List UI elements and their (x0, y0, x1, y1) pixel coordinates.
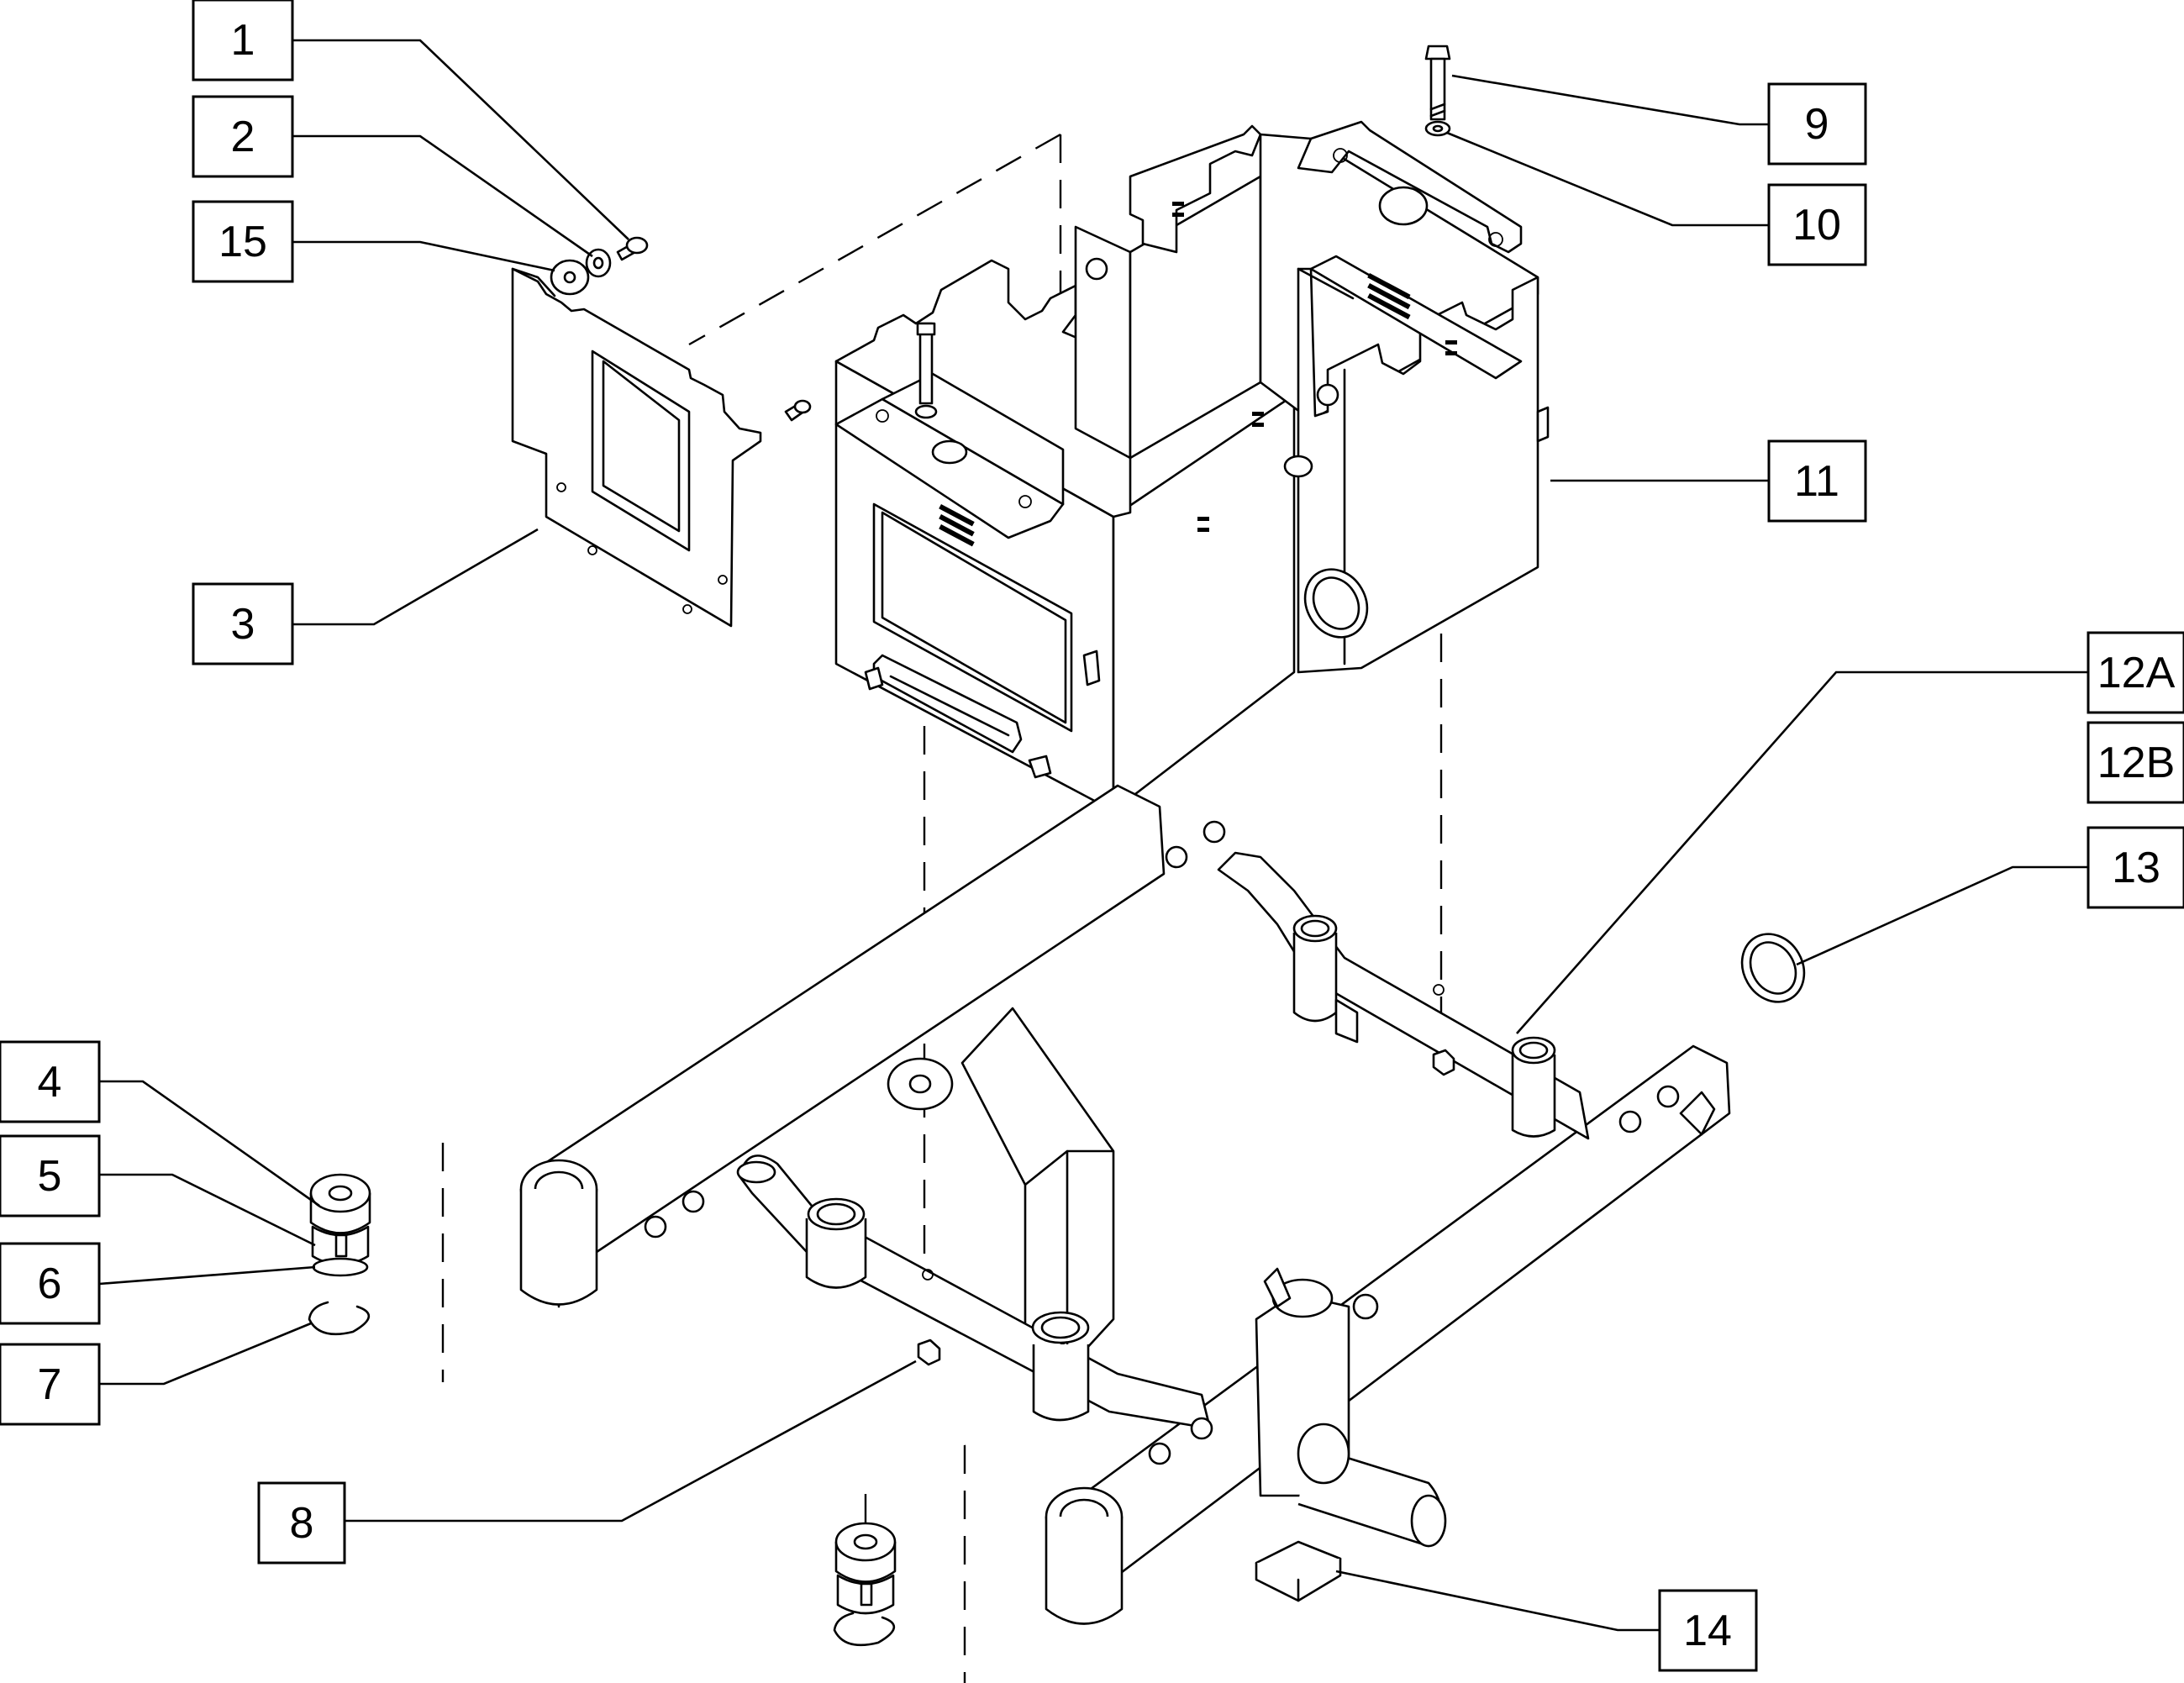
washer-part-15 (550, 259, 590, 296)
callout-7-label: 7 (38, 1360, 62, 1409)
callout-7: 7 (0, 1343, 101, 1426)
callout-6: 6 (0, 1242, 101, 1325)
callout-1-label: 1 (231, 16, 255, 65)
callout-5: 5 (0, 1134, 101, 1218)
callout-14-label: 14 (1683, 1607, 1732, 1655)
frame-part-12 (519, 784, 1731, 1625)
callout-8-label: 8 (290, 1499, 314, 1548)
callout-8: 8 (257, 1481, 346, 1565)
callout-4: 4 (0, 1040, 101, 1123)
leader-lines (98, 39, 2088, 1632)
callout-10: 10 (1767, 183, 1867, 266)
callout-13: 13 (2087, 826, 2184, 909)
nut-part-8 (917, 1049, 1455, 1366)
callout-9-label: 9 (1805, 100, 1829, 149)
callout-11: 11 (1767, 439, 1867, 523)
callout-15-label: 15 (218, 218, 267, 266)
callout-3-label: 3 (231, 600, 255, 649)
box-bolt (914, 322, 938, 419)
callout-4-label: 4 (38, 1058, 62, 1107)
callout-13-label: 13 (2112, 844, 2160, 892)
callout-9: 9 (1767, 82, 1867, 166)
end-plug-part-13 (1303, 568, 1806, 1003)
lower-caster-set (833, 1487, 897, 1647)
screw-part-1 (616, 236, 649, 261)
callout-12B-label: 12B (2097, 739, 2176, 787)
plate-screw (784, 399, 812, 422)
callout-1: 1 (192, 0, 294, 82)
callout-10-label: 10 (1792, 201, 1841, 250)
callout-6-label: 6 (38, 1260, 62, 1308)
callout-14: 14 (1658, 1589, 1758, 1672)
caster-bearing-part-4 (309, 1173, 371, 1234)
bolt-part-9 (1424, 45, 1451, 121)
callout-12B: 12B (2087, 721, 2184, 804)
end-plate-part-3 (511, 267, 762, 628)
callout-2-label: 2 (231, 113, 255, 161)
callout-2: 2 (192, 95, 294, 178)
callout-3: 3 (192, 582, 294, 665)
battery-box-part-11 (834, 120, 1550, 813)
callout-12A-label: 12A (2097, 649, 2176, 697)
callout-5-label: 5 (38, 1152, 62, 1201)
callout-12A: 12A (2087, 631, 2184, 714)
washer-part-10 (1424, 120, 1451, 137)
callout-11-label: 11 (1794, 457, 1839, 506)
snap-ring-part-7 (308, 1301, 371, 1336)
rectangular-plug-part-14 (1255, 1540, 1342, 1602)
caster-spacer-part-6 (312, 1257, 369, 1277)
callout-15: 15 (192, 200, 294, 283)
